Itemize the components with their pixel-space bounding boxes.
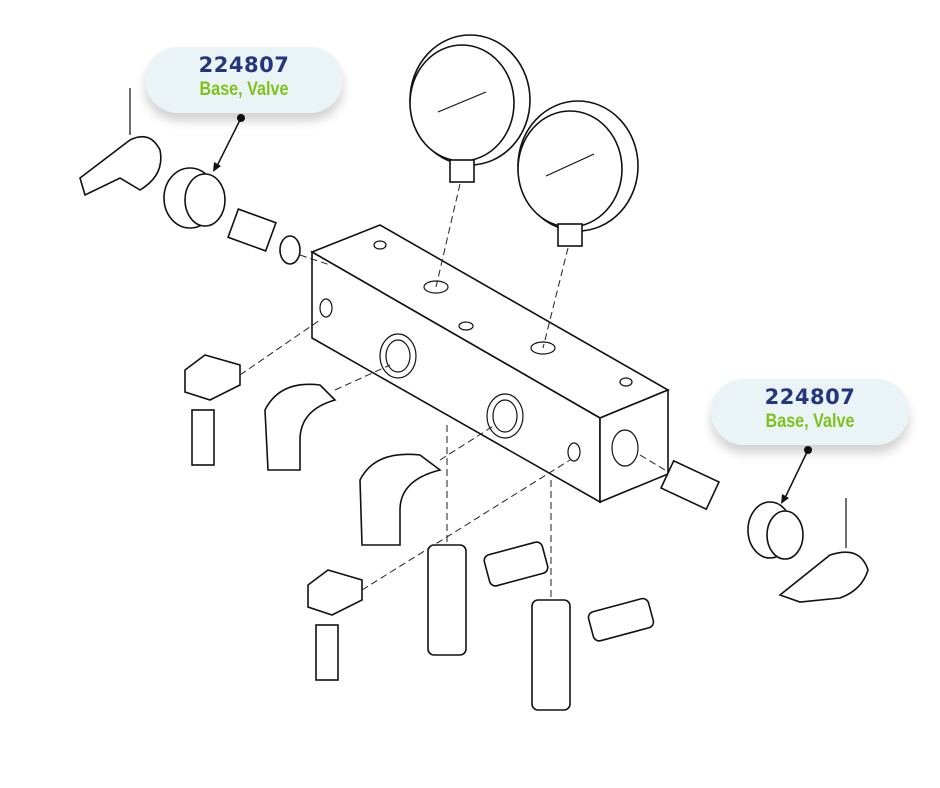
valve-base-left <box>163 167 331 266</box>
part-number: 224807 <box>764 385 856 409</box>
part-number: 224807 <box>198 53 290 77</box>
pressure-gauge-right <box>517 100 639 349</box>
valve-handle-left <box>79 88 162 197</box>
callout-valve-base-left: 224807 Base, Valve <box>145 47 343 113</box>
valve-handle-right <box>778 498 869 603</box>
manifold-block <box>310 224 670 504</box>
part-description: Base, Valve <box>199 79 289 100</box>
callout-leader-left <box>213 114 245 172</box>
callout-leader-right <box>781 446 812 504</box>
pressure-gauge-left <box>409 34 531 288</box>
part-description: Base, Valve <box>765 411 855 432</box>
valve-base-right <box>639 454 804 560</box>
fittings <box>184 319 655 711</box>
callout-valve-base-right: 224807 Base, Valve <box>711 379 909 445</box>
